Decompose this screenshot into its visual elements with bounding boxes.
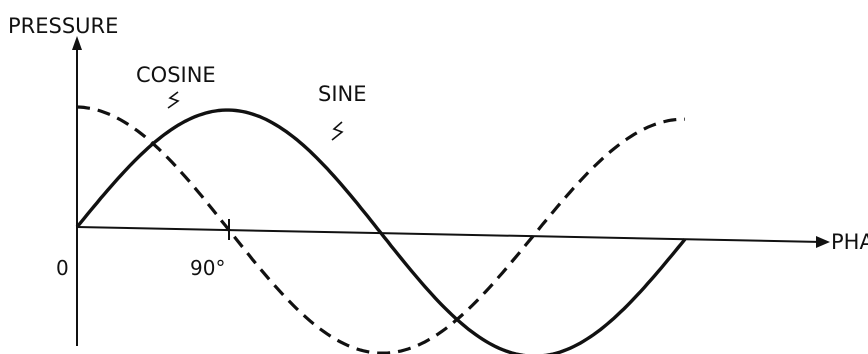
x-axis (76, 226, 823, 243)
cosine-series-label: COSINE (136, 63, 216, 87)
cosine-series-line (76, 105, 685, 354)
cosine-label-squiggle (167, 91, 180, 109)
x-tick-label-0: 0 (56, 256, 69, 280)
x-tick-label-90: 90° (190, 256, 225, 280)
x-axis-label: PHASE (831, 230, 868, 254)
x-axis-arrowhead (816, 236, 830, 248)
y-axis-label: PRESSURE (8, 14, 118, 38)
sine-series-line (75, 108, 687, 354)
sine-series-label: SINE (318, 82, 367, 106)
sine-label-squiggle (331, 121, 344, 141)
y-axis-arrowhead (72, 36, 82, 50)
